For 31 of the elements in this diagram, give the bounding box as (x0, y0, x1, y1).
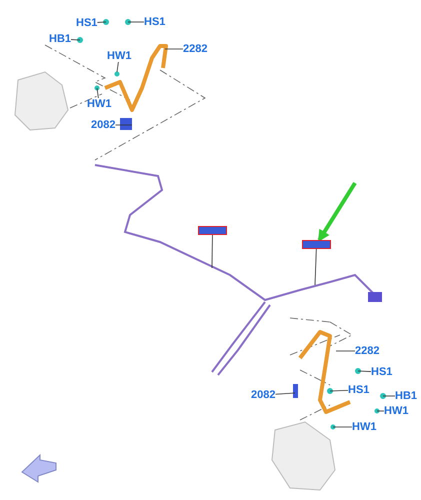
arrow (318, 182, 357, 242)
part-number-box (302, 240, 331, 249)
leader-line (336, 350, 356, 352)
leader-line (332, 426, 352, 428)
callout-label: HW1 (87, 98, 112, 110)
callout-label: HB1 (395, 390, 418, 402)
leader-line (97, 22, 106, 23)
callout-label: HW1 (384, 405, 408, 417)
callout-label: HS1 (76, 17, 98, 29)
leader-line (330, 390, 348, 392)
callout-label: 2282 (355, 345, 380, 357)
callout-label: HS1 (144, 16, 166, 28)
leader-line (70, 39, 80, 40)
callout-label: HS1 (371, 366, 392, 378)
leader-line (376, 410, 384, 412)
part-number-box (198, 226, 227, 235)
leader-line (358, 370, 372, 372)
leader-line (314, 248, 317, 286)
leader-line (212, 234, 213, 268)
callout-label: 2082 (251, 389, 276, 401)
callout-label: HB1 (49, 33, 72, 45)
leader-line (116, 62, 119, 72)
callout-label: HS1 (348, 384, 370, 396)
leader-line (164, 48, 184, 50)
callout-label: HW1 (107, 50, 132, 62)
callout-label: HW1 (352, 421, 376, 433)
leader-line (275, 392, 296, 395)
callout-label: 2282 (183, 43, 208, 55)
callout-label: 2082 (91, 119, 116, 131)
leader-line (115, 124, 132, 126)
leader-line (96, 88, 99, 98)
